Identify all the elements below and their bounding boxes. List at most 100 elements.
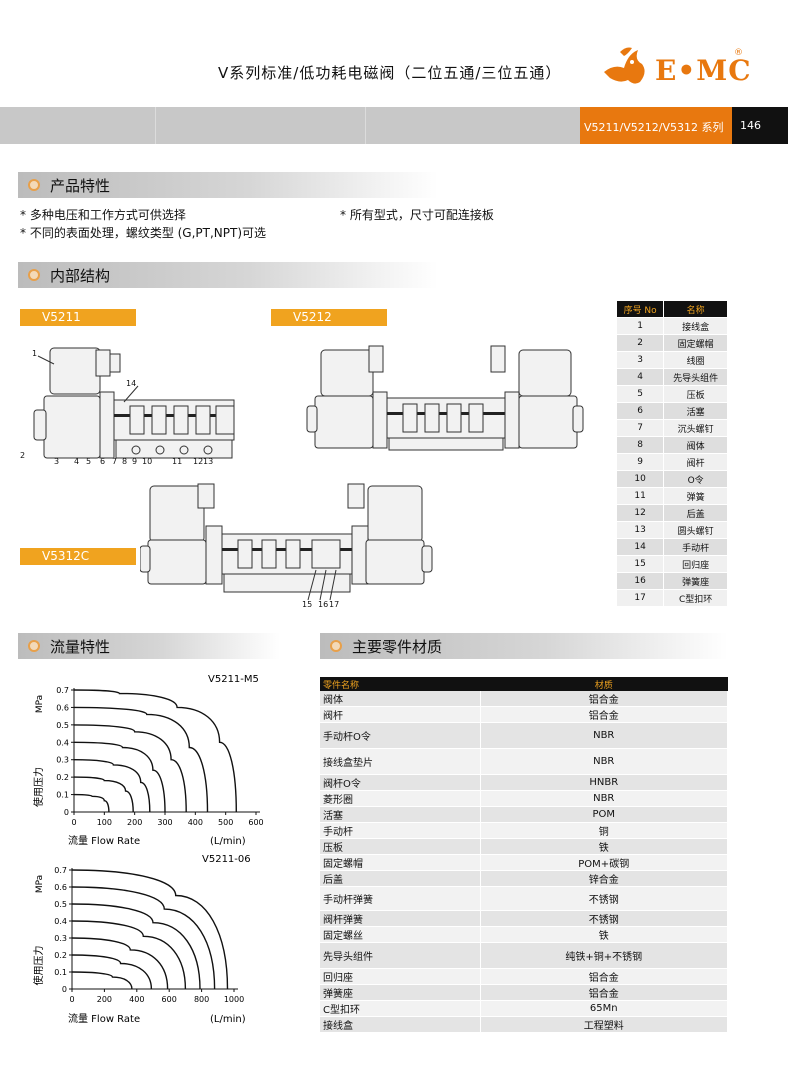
y-tick-label: 0.7: [56, 686, 69, 695]
section-header-materials: 主要零件材质: [320, 633, 728, 659]
y-tick-label: 0.1: [56, 791, 69, 800]
flow-curve: [71, 920, 187, 990]
part-name-cell: 手动杆O令: [320, 722, 481, 749]
diagram-label: 5: [86, 457, 91, 466]
table-row: 手动杆弹簧不锈钢: [320, 886, 728, 911]
chart-title: V5211-M5: [208, 674, 259, 685]
part-name-cell: 阀杆O令: [320, 774, 481, 791]
part-name-cell: 沉头螺钉: [663, 419, 728, 437]
part-name-cell: 手动杆弹簧: [320, 886, 481, 911]
logo-wordmark: E•MC: [655, 54, 752, 87]
table-header-row: 零件名称 材质: [320, 677, 728, 691]
y-tick-label: 0.1: [54, 968, 67, 977]
part-name-cell: 弹簧座: [320, 984, 481, 1001]
diagram-label: 16: [318, 600, 328, 609]
x-tick-label: 0: [69, 995, 74, 1004]
material-cell: 铝合金: [480, 968, 728, 985]
y-tick-label: 0.2: [56, 773, 69, 782]
section-bullet-icon: [28, 179, 40, 191]
column-header: 材质: [480, 677, 728, 691]
flow-curve: [73, 759, 151, 813]
section-title: 产品特性: [50, 177, 111, 195]
part-number-cell: 2: [615, 334, 665, 352]
section-title: 流量特性: [50, 638, 111, 656]
section-header-features: 产品特性: [18, 172, 438, 198]
material-cell: 铁: [480, 838, 728, 855]
registered-mark: ®: [734, 48, 743, 58]
flow-curve: [71, 937, 169, 990]
y-tick-label: 0.3: [54, 934, 67, 943]
part-number-cell: 11: [615, 487, 665, 505]
y-tick-label: 0.7: [54, 866, 67, 875]
part-name-cell: O令: [663, 470, 728, 488]
x-tick-label: 0: [71, 818, 76, 827]
feature-item: * 不同的表面处理，螺纹类型 (G,PT,NPT)可选: [20, 226, 267, 240]
emc-logo: [604, 47, 645, 84]
diagram-label: 2: [20, 451, 25, 460]
part-number-cell: 9: [615, 453, 665, 471]
diagram-label: 17: [329, 600, 339, 609]
section-bullet-icon: [28, 269, 40, 281]
model-tag-v5211: V5211: [20, 309, 136, 326]
feature-item: * 所有型式，尺寸可配连接板: [340, 208, 494, 222]
table-row: 弹簧座铝合金: [320, 984, 728, 1001]
material-cell: 铝合金: [480, 984, 728, 1001]
part-number-cell: 14: [615, 538, 665, 556]
part-number-cell: 17: [615, 589, 665, 607]
diagram-label: 1: [32, 349, 37, 358]
part-name-cell: 先导头组件: [320, 942, 481, 969]
x-tick-label: 400: [129, 995, 144, 1004]
material-cell: 不锈钢: [480, 886, 728, 911]
table-header-row: 序号 No 名称: [615, 300, 728, 318]
x-tick-label: 600: [248, 818, 263, 827]
table-row: 压板铁: [320, 838, 728, 855]
y-tick-label: 0.6: [54, 883, 67, 892]
y-tick-label: 0: [62, 985, 67, 994]
x-axis-label: 流量 Flow Rate: [68, 1012, 140, 1025]
part-name-cell: 活塞: [663, 402, 728, 420]
material-cell: NBR: [480, 790, 728, 807]
feature-item: * 多种电压和工作方式可供选择: [20, 208, 186, 222]
part-name-cell: 活塞: [320, 806, 481, 823]
y-tick-label: 0.4: [54, 917, 67, 926]
y-tick-label: 0.3: [56, 756, 69, 765]
section-title: 主要零件材质: [352, 638, 443, 656]
page-number: 146: [732, 107, 788, 144]
part-name-cell: 阀杆: [663, 453, 728, 471]
material-cell: 锌合金: [480, 870, 728, 887]
flow-curve: [71, 903, 201, 990]
part-name-cell: 固定螺帽: [663, 334, 728, 352]
y-axis-label: 使用压力: [32, 946, 45, 986]
part-name-cell: 手动杆: [663, 538, 728, 556]
material-cell: 工程塑料: [480, 1016, 728, 1033]
diagram-label: 12: [193, 457, 203, 466]
part-name-cell: 阀杆: [320, 706, 481, 723]
flow-curve: [71, 954, 153, 990]
material-cell: POM: [480, 806, 728, 823]
series-label: V5211/V5212/V5312 系列: [580, 107, 732, 144]
diagram-label: 8: [122, 457, 127, 466]
horse-rider-logo-icon: [604, 47, 645, 84]
table-row: 手动杆铜: [320, 822, 728, 839]
part-name-cell: 接线盒垫片: [320, 748, 481, 775]
part-number-cell: 15: [615, 555, 665, 573]
diagram-label: 11: [172, 457, 182, 466]
part-number-cell: 13: [615, 521, 665, 539]
y-tick-label: 0.2: [54, 951, 67, 960]
